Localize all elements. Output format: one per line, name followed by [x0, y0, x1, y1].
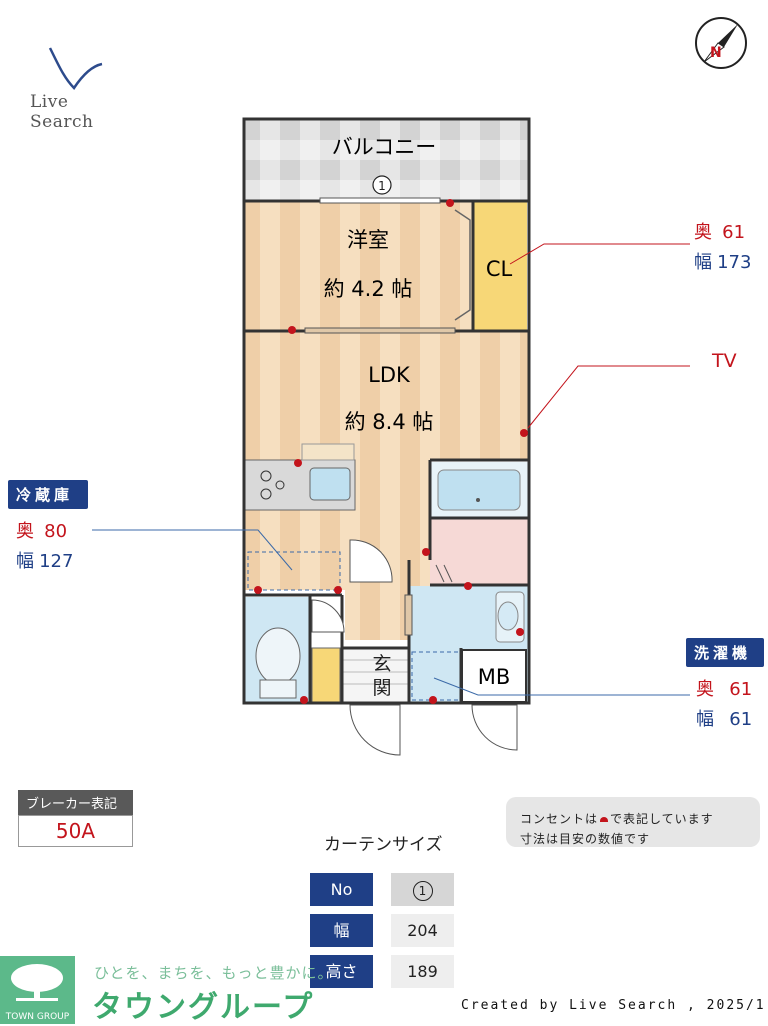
company-tagline: ひとを、まちを、もっと豊かに。 — [94, 964, 334, 982]
washer-width: 61 — [729, 709, 753, 730]
ldk-label: LDK — [368, 363, 411, 387]
company-name: タウングループ — [92, 990, 315, 1025]
curtain-title: カーテンサイズ — [324, 835, 443, 855]
curtain-height: 189 — [391, 955, 454, 988]
tree-icon — [11, 964, 63, 1001]
entrance-label-2: 関 — [372, 677, 391, 699]
curtain-marker — [372, 175, 392, 195]
curtain-no-circle-icon: 1 — [412, 880, 433, 901]
fridge-title: 冷蔵庫 — [8, 480, 88, 509]
bath-floor — [430, 517, 528, 585]
compass-letter: N — [710, 45, 722, 61]
compass: N — [694, 16, 748, 70]
closet-area — [474, 202, 527, 330]
fridge-callout: 冷蔵庫 奥 80 幅 127 — [8, 480, 88, 573]
western-room-label: 洋室 — [347, 228, 389, 252]
curtain-table: No 1 幅 204 高さ 189 — [310, 873, 454, 988]
brand-name: Live Search — [30, 92, 94, 132]
mb-label: MB — [478, 665, 511, 689]
outlet-icon — [600, 817, 609, 822]
compass-icon: N — [695, 17, 747, 69]
closet-depth: 61 — [722, 222, 746, 243]
ldk-area — [245, 332, 528, 460]
western-room-area — [245, 202, 473, 330]
balcony-label: バルコニー — [332, 135, 437, 159]
washer-callout: 洗濯機 奥 61 幅 61 — [686, 638, 764, 731]
curtain-marker-label: 1 — [378, 179, 386, 193]
curtain-width: 204 — [391, 914, 454, 947]
company-badge-text: TOWN GROUP — [5, 1012, 70, 1022]
washer-title: 洗濯機 — [686, 638, 764, 667]
curtain-row: 幅 204 — [310, 914, 454, 947]
entrance-area — [342, 648, 408, 702]
fridge-space — [247, 551, 341, 591]
notes-box: コンセントはで表記しています 寸法は目安の数値です — [506, 797, 760, 847]
floor-plan: 1 バルコニー 洋室 約 4.2 帖 CL LDK 約 8.4 帖 MB 玄 関 — [92, 117, 690, 756]
breaker-label: ブレーカー表記 — [18, 790, 133, 815]
company-badge: TOWN GROUP — [0, 956, 75, 1024]
brand-logo: Live Search — [26, 44, 136, 132]
closet-label: CL — [486, 257, 513, 281]
breaker-box: ブレーカー表記 50A — [18, 790, 133, 847]
entrance-label-1: 玄 — [372, 653, 391, 675]
curtain-row: 高さ 189 — [310, 955, 454, 988]
closet-width: 173 — [717, 252, 752, 273]
fridge-width: 127 — [39, 551, 74, 572]
closet-callout: 奥 61 幅 173 — [694, 222, 752, 273]
bathtub — [437, 469, 521, 511]
fridge-depth: 80 — [44, 521, 68, 542]
ldk-size: 約 8.4 帖 — [345, 410, 434, 434]
tv-callout: TV — [712, 350, 737, 372]
brand-mark-icon — [48, 47, 103, 90]
western-room-size: 約 4.2 帖 — [324, 277, 413, 301]
credit-line: Created by Live Search , 2025/1 — [461, 998, 766, 1013]
breaker-value: 50A — [18, 815, 133, 847]
curtain-row: No 1 — [310, 873, 454, 906]
washer-depth: 61 — [729, 679, 753, 700]
